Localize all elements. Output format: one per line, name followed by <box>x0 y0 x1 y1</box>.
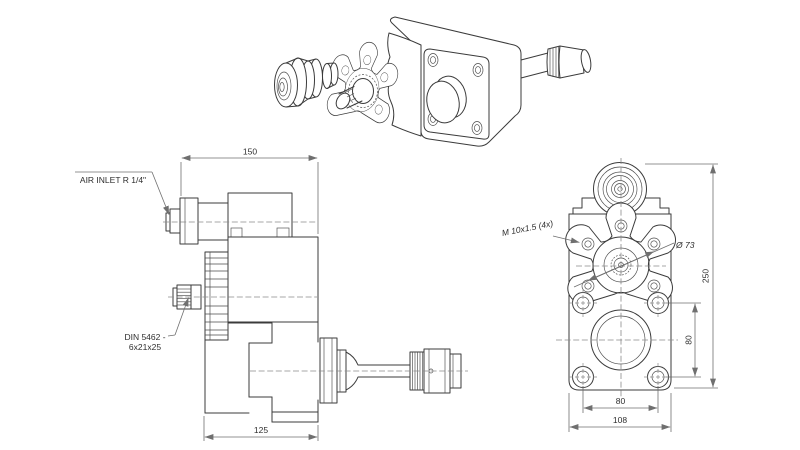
label-bolt-circle-diameter: Ø 73 <box>573 240 695 288</box>
side-centerlines <box>163 221 468 372</box>
iso-knurl-ring <box>546 45 561 79</box>
dimension-250: 250 <box>645 163 718 389</box>
side-gear-flange <box>204 251 229 341</box>
isometric-view <box>274 16 592 147</box>
dimension-150: 150 <box>180 147 319 234</box>
iso-control-shaft <box>520 45 592 79</box>
air-inlet-text: AIR INLET R 1/4" <box>80 175 146 185</box>
side-knob <box>423 348 451 394</box>
iso-spline-shaft <box>335 74 378 110</box>
din-spline-text-line2: 6x21x25 <box>129 342 161 352</box>
dimension-108: 108 <box>568 393 672 432</box>
iso-pump-body <box>387 32 422 137</box>
bolt-circle-text: Ø 73 <box>675 240 695 250</box>
label-air-inlet: AIR INLET R 1/4" <box>75 171 170 215</box>
front-bearing <box>593 162 647 216</box>
side-output-shaft <box>319 337 462 404</box>
iso-adapter <box>322 62 339 89</box>
iso-knob-body <box>558 45 585 79</box>
dimension-80-horizontal: 80 <box>582 386 659 413</box>
dimension-80-vertical: 80 <box>666 302 701 378</box>
front-view: M 10x1.5 (4x) Ø 73 250 80 <box>501 158 718 432</box>
side-valve-block <box>227 192 293 238</box>
iso-knob-end <box>580 49 592 73</box>
iso-air-cylinder <box>274 57 323 108</box>
label-din-spline: DIN 5462 - 6x21x25 <box>124 297 189 352</box>
thread-m10-text: M 10x1.5 (4x) <box>501 218 554 238</box>
side-view: 150 125 AIR INLET R 1/4" DIN 5462 - 6x21… <box>75 147 468 441</box>
din-spline-text-line1: DIN 5462 - <box>124 332 165 342</box>
dim-125-value: 125 <box>254 425 268 435</box>
iso-round-cover <box>426 75 467 124</box>
dim-108-value: 108 <box>613 415 627 425</box>
side-main-housing <box>204 236 319 423</box>
side-bell-housing <box>204 321 319 423</box>
dim-80v-value: 80 <box>684 335 694 345</box>
dim-150-value: 150 <box>243 147 257 157</box>
iso-air-cylinder-port <box>276 71 292 101</box>
dimension-125: 125 <box>203 416 319 441</box>
dim-80h-value: 80 <box>616 396 626 406</box>
side-air-actuator <box>165 197 229 245</box>
dim-250-value: 250 <box>701 269 711 283</box>
